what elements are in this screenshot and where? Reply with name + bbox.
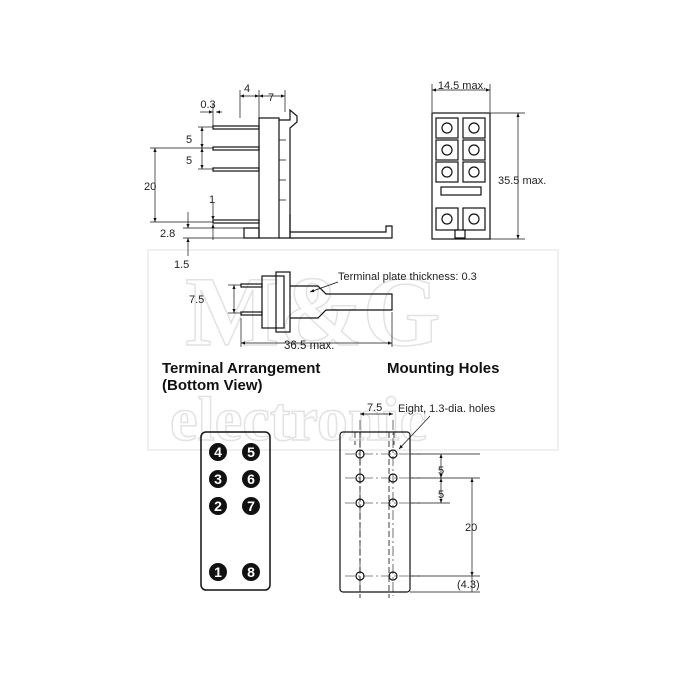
socket-body-side — [258, 117, 280, 239]
bottom-view-subheading: (Bottom View) — [162, 377, 263, 394]
terminal-label: 4 — [214, 444, 222, 460]
terminal-arrangement: 4 5 3 6 2 7 1 8 — [200, 431, 271, 591]
dim-1-5: 1.5 — [174, 259, 189, 271]
terminal-label: 8 — [247, 564, 255, 580]
hole-centerlines — [345, 420, 420, 596]
terminal-label: 6 — [247, 471, 255, 487]
dim-5-holes-upper: 5 — [438, 465, 444, 477]
dim-5-upper: 5 — [186, 134, 192, 146]
terminal-pin-7: 7 — [242, 497, 260, 515]
terminal-pin-4: 4 — [209, 443, 227, 461]
socket-body-front — [431, 112, 491, 240]
watermark-brand-text: electronic — [170, 386, 427, 454]
dim-2-8: 2.8 — [160, 228, 175, 240]
terminal-pin-8: 8 — [242, 563, 260, 581]
side-view: 4 7 0.3 5 5 20 1 2.8 1.5 — [144, 83, 393, 271]
plate-thickness-note: Terminal plate thickness: 0.3 — [338, 271, 477, 283]
terminal-pin-3: 3 — [209, 470, 227, 488]
terminal-label: 3 — [214, 471, 222, 487]
terminal-pin-5: 5 — [242, 443, 260, 461]
mounting-holes: 7.5 Eight, 1.3-dia. holes 5 5 20 (4.3) — [339, 402, 496, 598]
terminal-pin-2: 2 — [209, 497, 227, 515]
top-view: 7.5 Terminal plate thickness: 0.3 36.5 m… — [189, 271, 477, 352]
terminal-label: 7 — [247, 498, 255, 514]
dim-4: 4 — [244, 83, 250, 95]
dim-0-3: 0.3 — [200, 99, 215, 111]
dim-20-holes: 20 — [465, 522, 477, 534]
mounting-holes-heading: Mounting Holes — [387, 360, 500, 377]
mounting-hole-set — [355, 449, 398, 581]
dim-7: 7 — [268, 92, 274, 104]
front-view: 14.5 max. 35.5 max. — [431, 80, 546, 240]
holes-note: Eight, 1.3-dia. holes — [398, 403, 496, 415]
dim-7-5-holes: 7.5 — [367, 402, 382, 414]
dim-length-36-5: 36.5 max. — [284, 340, 335, 352]
terminal-label: 2 — [214, 498, 222, 514]
dim-1: 1 — [209, 194, 215, 206]
dim-height-35-5: 35.5 max. — [498, 175, 546, 187]
terminal-label: 5 — [247, 444, 255, 460]
watermark-logo-text: M&G — [185, 256, 440, 367]
dim-5-lower: 5 — [186, 155, 192, 167]
terminal-pin-6: 6 — [242, 470, 260, 488]
terminal-arrangement-heading: Terminal Arrangement — [162, 360, 320, 377]
side-pins — [212, 125, 260, 224]
terminal-label: 1 — [214, 564, 222, 580]
dim-4-3-holes: (4.3) — [457, 579, 480, 591]
front-screw-terminals — [435, 117, 486, 239]
watermark: M&G electronic — [147, 249, 559, 455]
terminal-pin-1: 1 — [209, 563, 227, 581]
terminal-outline — [200, 431, 271, 591]
socket-body-top — [261, 275, 285, 329]
dim-7-5-top: 7.5 — [189, 294, 204, 306]
mounting-outline — [339, 431, 411, 593]
dim-5-holes-lower: 5 — [438, 489, 444, 501]
dim-width-14-5: 14.5 max. — [438, 80, 486, 92]
dim-20: 20 — [144, 181, 156, 193]
